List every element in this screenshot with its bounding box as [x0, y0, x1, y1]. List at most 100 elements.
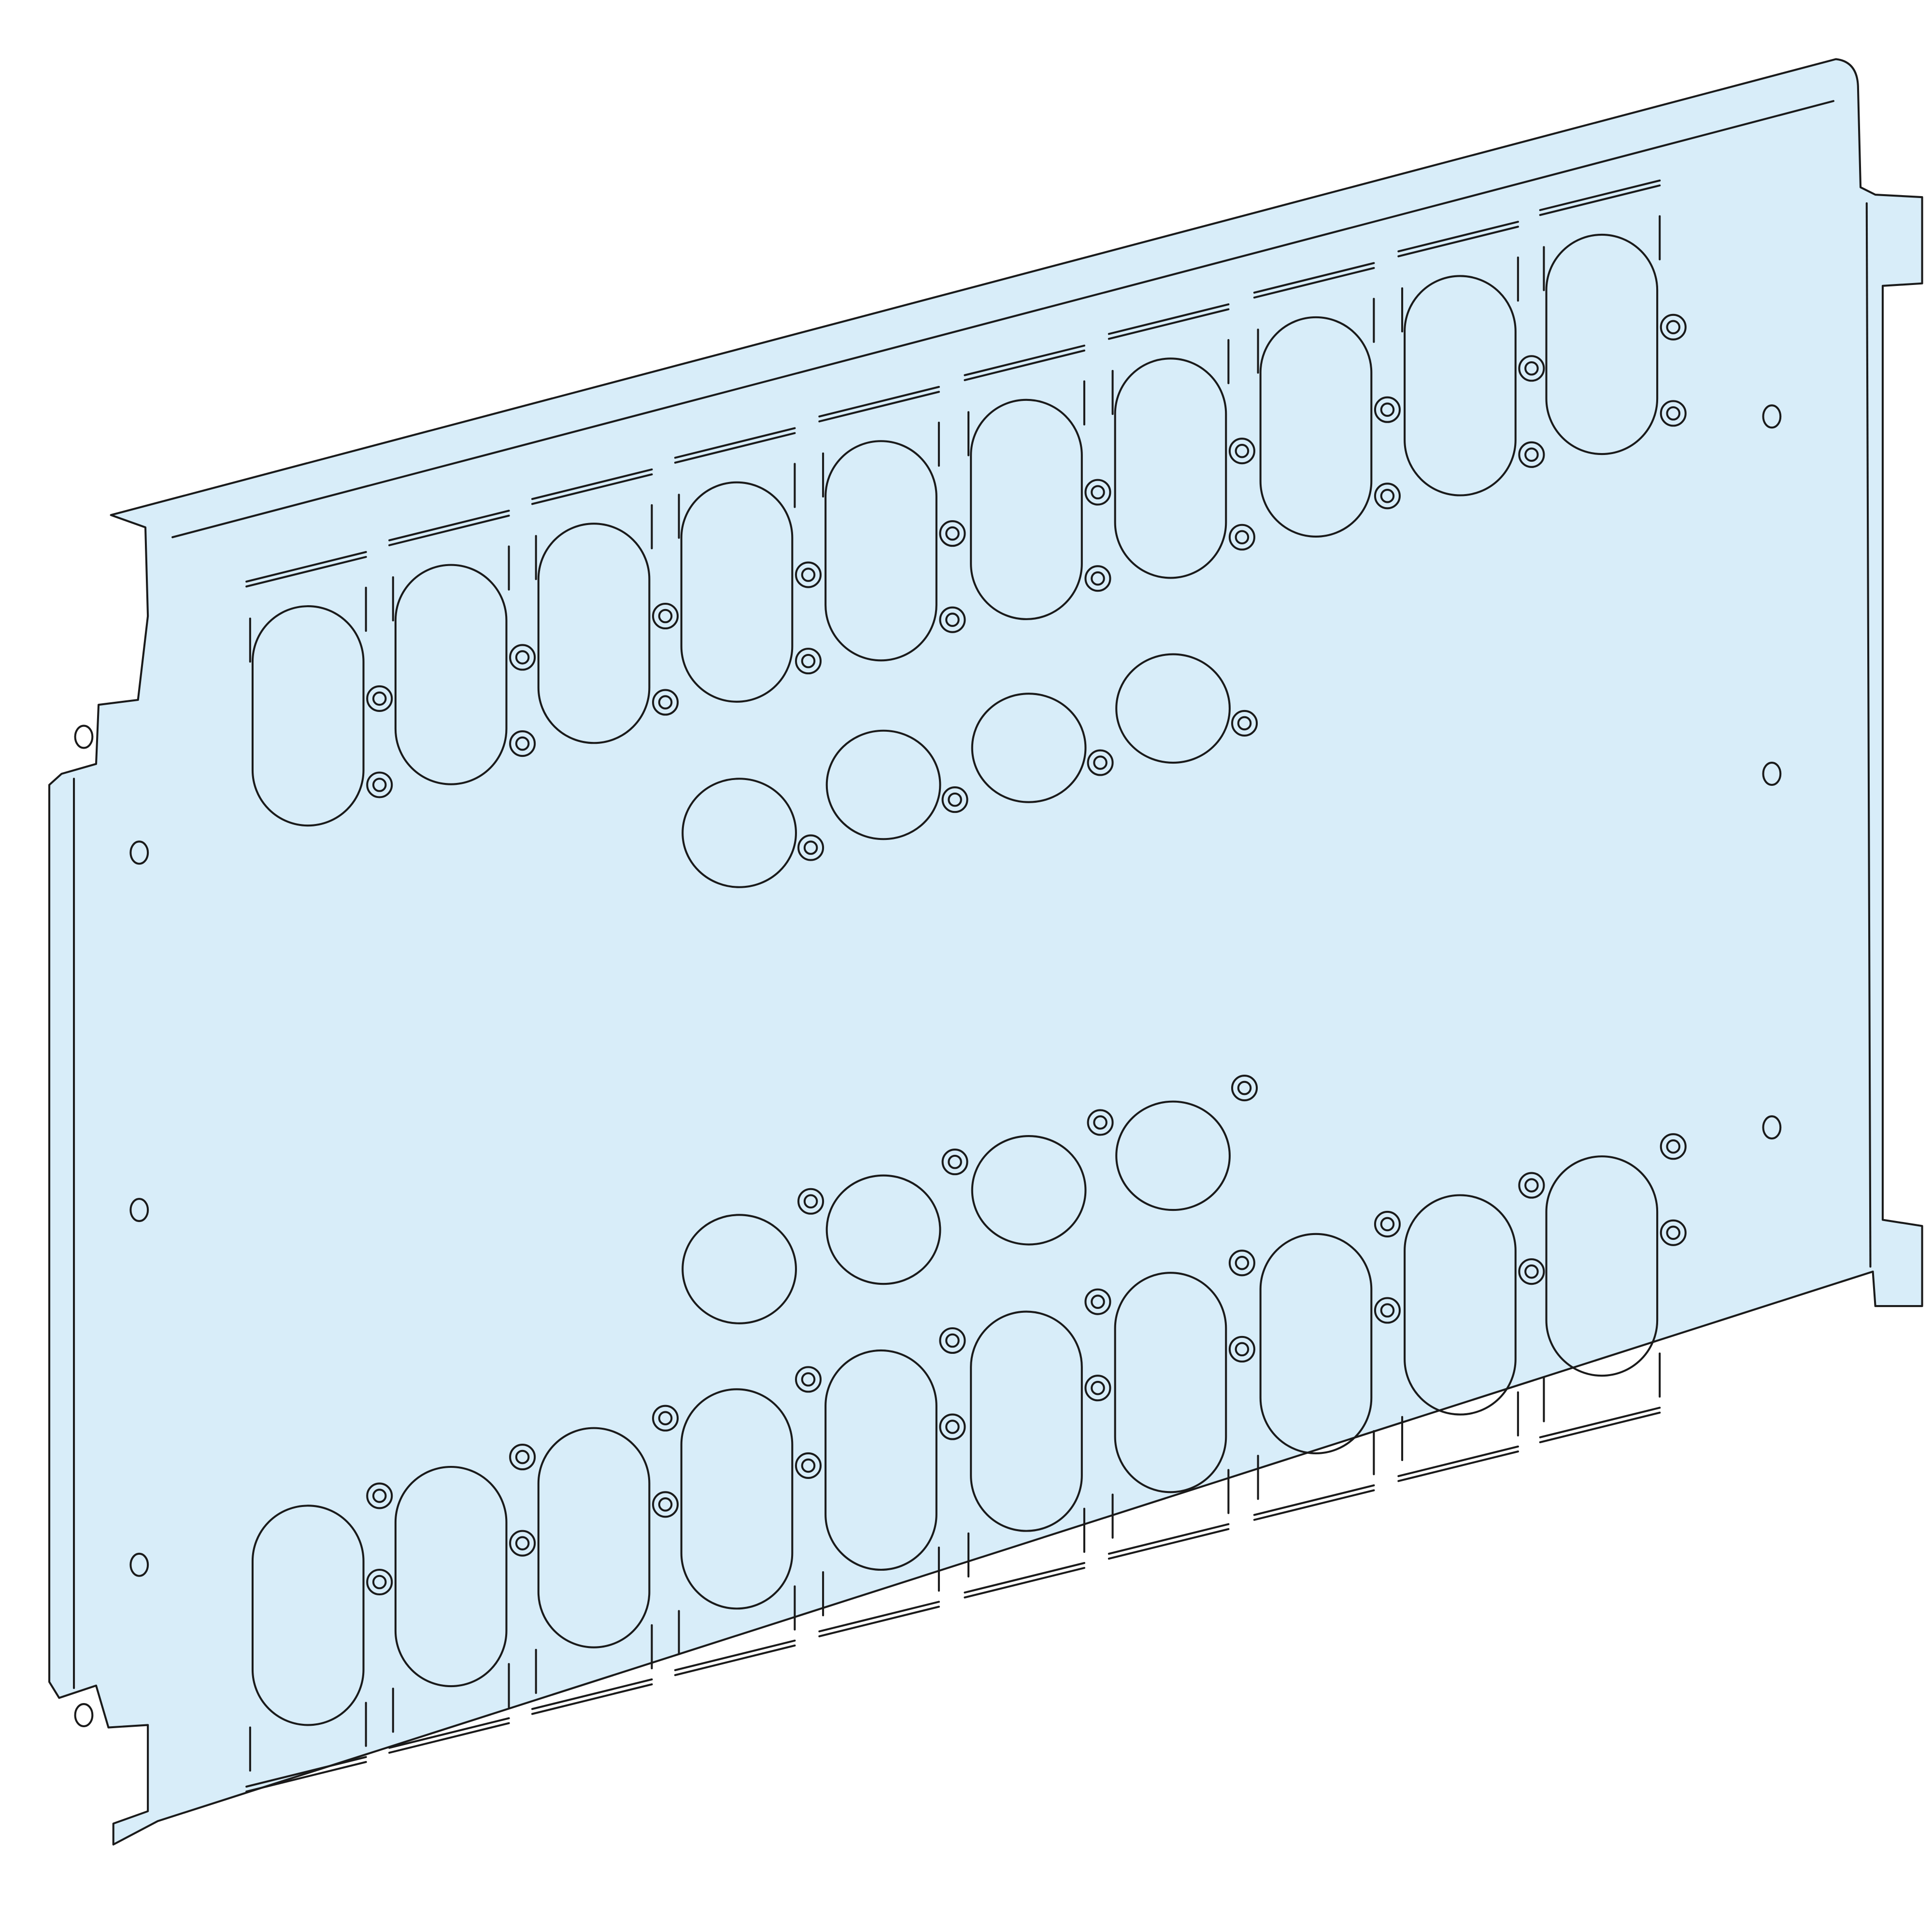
bottom-slot-tab	[1111, 1469, 1230, 1539]
washer-inner	[803, 1194, 818, 1209]
washer-inner	[658, 1411, 673, 1426]
bottom-slot-tab	[1401, 1391, 1519, 1461]
washer-outer	[1518, 1172, 1545, 1199]
washer-outer	[1660, 313, 1687, 341]
top-slot-bar	[531, 468, 653, 500]
round-hole	[1115, 653, 1231, 764]
bottom-slot-bar	[1397, 1445, 1519, 1477]
washer-outer	[797, 1188, 824, 1215]
top-slot-hole	[1114, 357, 1227, 579]
bottom-slot-bar	[245, 1756, 367, 1788]
washer-outer	[1660, 1133, 1687, 1160]
top-slot-bar	[388, 510, 510, 541]
washer-outer	[1518, 355, 1545, 382]
washer-inner	[945, 1420, 960, 1434]
washer-inner	[1524, 1264, 1539, 1279]
washer-outer	[1518, 441, 1545, 468]
washer-outer	[797, 834, 824, 861]
washer-outer	[1374, 483, 1401, 510]
top-slot-bar	[1397, 221, 1519, 253]
washer-inner	[658, 609, 673, 624]
washer-outer	[939, 1327, 966, 1354]
top-slot-bar	[245, 556, 367, 588]
bottom-slot-tab	[1543, 1352, 1661, 1422]
top-slot-hole	[970, 398, 1083, 620]
washer-inner	[1091, 1380, 1105, 1395]
washer-inner	[658, 1497, 673, 1512]
washer-outer	[1084, 1375, 1111, 1402]
bottom-slot-bar	[964, 1567, 1085, 1599]
washer-outer	[366, 1482, 393, 1509]
washer-outer	[1228, 1250, 1255, 1277]
washer-inner	[945, 1333, 960, 1348]
washer-inner	[515, 1536, 530, 1550]
bottom-slot-bar	[388, 1717, 510, 1749]
bottom-slot-hole	[394, 1465, 508, 1688]
washer-inner	[1524, 1178, 1539, 1193]
washer-inner	[801, 653, 816, 668]
washer-outer	[509, 1444, 536, 1471]
bottom-slot-bar	[1108, 1528, 1230, 1560]
washer-inner	[948, 792, 962, 807]
washer-inner	[515, 650, 530, 665]
top-slot-tab	[678, 463, 796, 539]
washer-outer	[939, 606, 966, 633]
top-slot-bar	[674, 432, 796, 464]
washer-outer	[939, 1413, 966, 1440]
round-hole	[971, 1135, 1087, 1246]
washer-outer	[1374, 396, 1401, 423]
bottom-slot-tab	[535, 1624, 653, 1694]
bottom-slot-tab	[249, 1702, 367, 1772]
bottom-slot-hole	[970, 1310, 1083, 1532]
washer-inner	[515, 736, 530, 751]
top-slot-tab	[249, 586, 367, 663]
bottom-slot-hole	[1114, 1272, 1227, 1493]
washer-outer	[941, 786, 968, 813]
top-slot-hole	[1259, 316, 1373, 538]
round-hole	[825, 729, 941, 840]
washer-outer	[1228, 438, 1255, 465]
round-hole	[971, 693, 1087, 803]
top-slot-hole	[537, 523, 651, 744]
washer-outer	[366, 685, 393, 712]
bottom-slot-bar	[1397, 1450, 1519, 1482]
washer-inner	[1091, 485, 1105, 499]
top-slot-bar	[531, 473, 653, 505]
fixing-hole	[129, 1198, 149, 1222]
bottom-slot-bar	[1539, 1406, 1661, 1438]
top-slot-bar	[964, 349, 1085, 382]
bottom-slot-tab	[392, 1663, 510, 1733]
washer-outer	[1231, 710, 1258, 737]
bottom-slot-hole	[680, 1388, 794, 1610]
top-slot-bar	[674, 427, 796, 459]
top-slot-bar	[1108, 303, 1230, 335]
washer-outer	[795, 561, 822, 588]
washer-outer	[509, 1530, 536, 1557]
bottom-slot-hole	[251, 1505, 365, 1726]
washer-inner	[1380, 1217, 1395, 1232]
washer-outer	[1084, 479, 1111, 506]
washer-outer	[652, 1491, 679, 1518]
top-slot-tab	[1257, 298, 1375, 374]
washer-inner	[945, 526, 960, 541]
fixing-hole	[1762, 404, 1782, 429]
washer-outer	[652, 1405, 679, 1432]
top-slot-tab	[535, 504, 653, 581]
washer-inner	[658, 695, 673, 710]
washer-outer	[1231, 1075, 1258, 1102]
washer-inner	[372, 778, 387, 792]
washer-inner	[1380, 488, 1395, 503]
washer-outer	[795, 1366, 822, 1393]
bottom-slot-bar	[245, 1761, 367, 1793]
washer-inner	[1666, 1225, 1681, 1240]
top-slot-tab	[392, 545, 510, 622]
washer-inner	[1380, 402, 1395, 417]
bottom-slot-bar	[818, 1601, 940, 1633]
washer-outer	[509, 644, 536, 671]
round-hole	[682, 778, 797, 888]
washer-outer	[1084, 565, 1111, 592]
top-slot-bar	[1108, 308, 1230, 340]
washer-outer	[795, 648, 822, 675]
washer-inner	[803, 840, 818, 855]
washer-outer	[1660, 400, 1687, 427]
